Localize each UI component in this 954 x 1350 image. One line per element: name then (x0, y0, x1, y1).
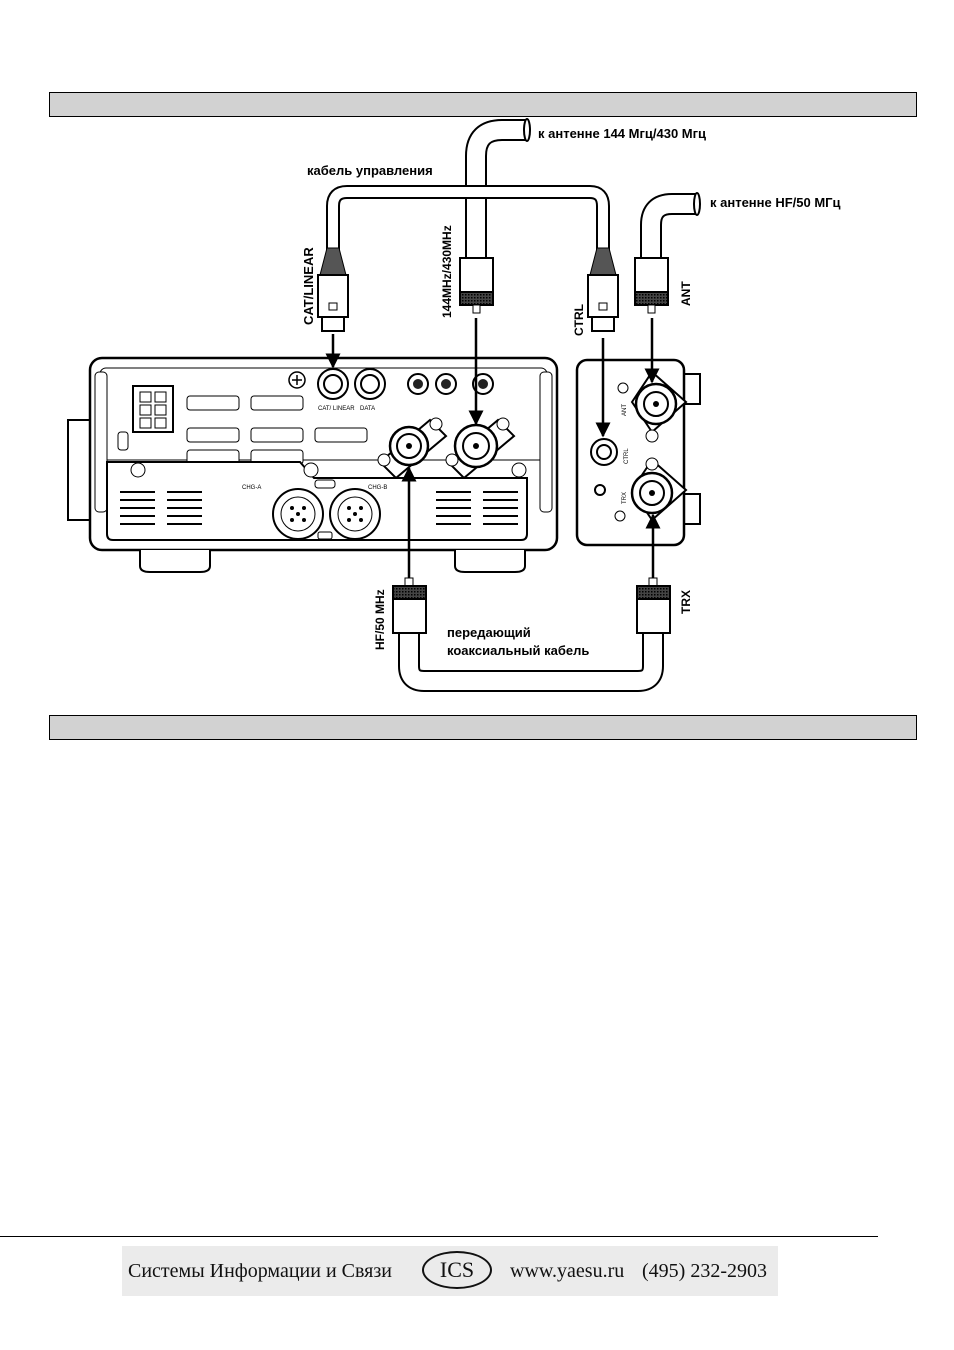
top-section-bar (49, 92, 917, 117)
label-trx: TRX (679, 590, 693, 614)
antenna-switch-box (575, 358, 701, 547)
label-144-430-mhz: 144MHz/430MHz (440, 225, 454, 318)
panel-label-chg-a: CHG-A (242, 485, 261, 491)
footer-phone: (495) 232-2903 (642, 1260, 767, 1282)
footer-rule (0, 1236, 878, 1237)
plug-ant (634, 257, 669, 314)
ics-logo-text: ICS (439, 1257, 475, 1282)
label-ant: ANT (679, 281, 693, 306)
cat-linear-plug (317, 247, 349, 332)
panel-label-trx: TRX (622, 492, 628, 504)
footer-banner: Системы Информации и Связи ICS www.yaesu… (122, 1246, 778, 1296)
footer-website: www.yaesu.ru (510, 1260, 625, 1282)
panel-label-ant: ANT (622, 404, 628, 416)
label-control-cable: кабель управления (307, 163, 433, 178)
panel-label-data: DATA (360, 406, 375, 412)
bottom-section-bar (49, 715, 917, 740)
label-cat-linear: CAT/LINEAR (301, 247, 316, 325)
transceiver-rear-panel (67, 356, 559, 573)
panel-label-cat-linear: CAT/ LINEAR (318, 406, 355, 412)
label-antenna-hf-50: к антенне HF/50 МГц (710, 195, 841, 210)
plug-trx (636, 577, 671, 634)
label-ctrl: CTRL (572, 304, 586, 336)
panel-label-ctrl: CTRL (624, 448, 630, 464)
ctrl-plug (587, 247, 619, 332)
ics-logo: ICS (422, 1251, 492, 1289)
plug-144-430 (459, 257, 494, 314)
footer-company: Системы Информации и Связи (128, 1260, 392, 1282)
label-antenna-144-430: к антенне 144 Мгц/430 Мгц (538, 126, 706, 141)
label-tx-coax-line1: передающий (447, 625, 531, 640)
label-tx-coax-line2: коаксиальный кабель (447, 643, 589, 658)
label-hf-50-mhz: HF/50 MHz (373, 589, 387, 650)
panel-label-chg-b: CHG-B (368, 485, 387, 491)
plug-hf-50 (392, 577, 427, 634)
